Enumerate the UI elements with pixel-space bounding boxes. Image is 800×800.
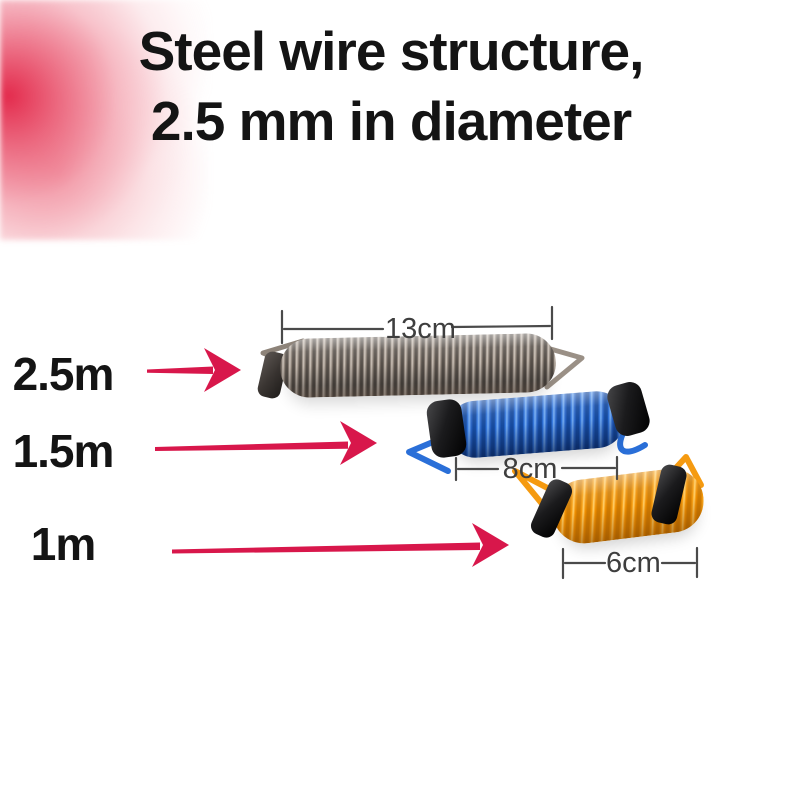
red-arrow-2-5m (147, 348, 241, 392)
title-line-2: 2.5 mm in diameter (150, 90, 632, 152)
orange-coil-left-loop (512, 468, 560, 508)
length-label-orange: 1m (30, 518, 96, 570)
red-arrow-1m (172, 523, 509, 567)
red-arrow-1-5m (155, 421, 377, 465)
dimension-8cm (454, 455, 619, 482)
length-label-gray: 2.5m (12, 348, 115, 400)
dimension-13cm (280, 305, 554, 345)
length-label-blue: 1.5m (12, 425, 115, 477)
size-label-gray: 13cm (385, 313, 456, 345)
size-label-blue: 8cm (502, 453, 558, 485)
size-label-orange: 6cm (606, 547, 661, 579)
dimension-6cm (561, 546, 699, 580)
page-title: Steel wire structure, 2.5 mm in diameter (0, 16, 791, 156)
title-line-1: Steel wire structure, (138, 20, 645, 82)
gray-coil-right-loop (537, 343, 585, 390)
